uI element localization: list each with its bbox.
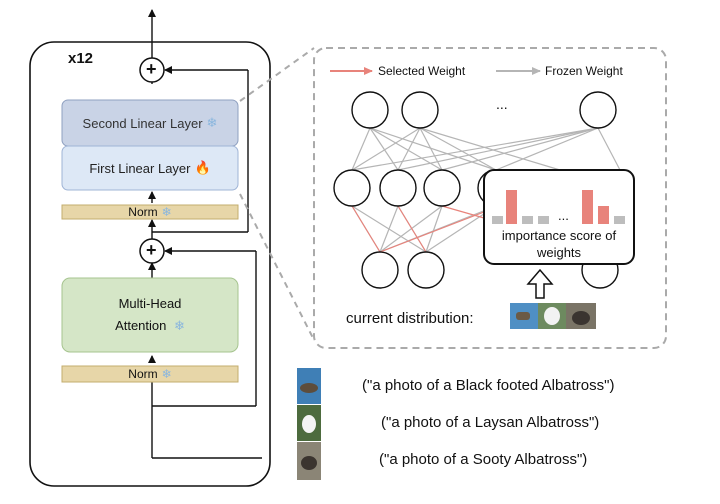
importance-bar	[614, 216, 625, 224]
neuron-node	[351, 91, 389, 129]
norm-top-text: Norm	[128, 205, 158, 219]
residual-add-node	[139, 57, 165, 83]
frozen-weight-edge	[495, 127, 599, 171]
attention-text-line2-wrap: Attention ❄	[115, 315, 185, 337]
importance-bar	[506, 190, 517, 224]
selected-weight-legend-label: Selected Weight	[378, 64, 466, 78]
importance-bar	[522, 216, 533, 224]
neuron-node	[579, 91, 617, 129]
frozen-weight-edge	[419, 127, 561, 171]
neuron-node	[401, 91, 439, 129]
residual-add-node	[139, 238, 165, 264]
zoom-connector	[239, 47, 315, 341]
importance-bar	[538, 216, 549, 224]
neuron-node	[407, 251, 445, 289]
current-distribution-thumbnails	[510, 303, 596, 329]
importance-score-line1: importance score of	[501, 228, 617, 243]
importance-bar	[492, 216, 503, 224]
snowflake-icon: ❄	[161, 367, 172, 381]
caption-thumbnail-laysan	[297, 405, 321, 441]
zoom-panel	[313, 47, 667, 349]
frozen-weight-edge	[419, 127, 443, 171]
second-linear-label: Second Linear Layer ❄	[62, 100, 238, 146]
norm-layer-top	[61, 204, 239, 220]
snowflake-icon: ❄	[174, 318, 185, 333]
transformer-block-frame	[29, 41, 271, 487]
importance-score-line2: weights	[536, 245, 582, 260]
frozen-weight-edge	[351, 127, 371, 171]
frozen-weight-edge	[369, 127, 399, 171]
norm-bottom-text: Norm	[128, 367, 158, 381]
residual-stream	[148, 9, 262, 459]
snowflake-icon: ❄	[161, 205, 172, 219]
frozen-weight-edge	[597, 127, 621, 171]
second-linear-text: Second Linear Layer	[82, 115, 203, 131]
importance-score-box	[483, 169, 635, 265]
add-symbol: +	[146, 59, 157, 79]
caption-laysan: ("a photo of a Laysan Albatross")	[381, 414, 600, 431]
caption-thumbnail-sooty	[297, 442, 321, 480]
frozen-weight-edge	[379, 205, 443, 253]
frozen-weight-edge	[369, 127, 443, 171]
norm-bottom-label: Norm ❄	[62, 365, 238, 383]
frozen-weight-edge	[425, 205, 443, 253]
selected-weight-edge	[397, 205, 427, 253]
selected-weight-edge	[351, 205, 381, 253]
norm-top-label: Norm ❄	[62, 203, 238, 221]
current-distribution-label: current distribution:	[346, 310, 474, 327]
selected-weight-edge	[441, 205, 485, 219]
attention-label: Multi-Head Attention ❄	[62, 278, 238, 352]
importance-bar	[582, 190, 593, 224]
neuron-node	[379, 169, 417, 207]
importance-bar	[598, 206, 609, 224]
selected-weight-edge	[379, 211, 485, 253]
caption-black-footed: ("a photo of a Black footed Albatross")	[362, 377, 615, 394]
fire-icon: 🔥	[194, 160, 211, 175]
snowflake-icon: ❄	[206, 115, 218, 130]
first-linear-text: First Linear Layer	[89, 160, 191, 176]
frozen-weight-edge	[369, 127, 497, 171]
norm-layer-bottom	[61, 365, 239, 383]
multi-head-attention	[61, 277, 239, 353]
neuron-node	[361, 251, 399, 289]
ellipsis-top-row: ...	[496, 96, 508, 112]
frozen-weight-edges	[351, 127, 621, 253]
attention-text-line2: Attention	[115, 318, 167, 333]
hollow-up-arrow	[526, 268, 554, 299]
importance-score-label: importance score of weights	[484, 226, 634, 262]
frozen-weight-edge	[441, 127, 599, 171]
frozen-weight-edge	[351, 127, 421, 171]
first-linear-layer	[61, 145, 239, 191]
add-symbol: +	[146, 240, 157, 260]
frozen-weight-edge	[419, 127, 497, 171]
neuron-node	[333, 169, 371, 207]
frozen-weight-edge	[397, 127, 421, 171]
attention-text-line1: Multi-Head	[118, 296, 182, 311]
caption-thumbnail-black-footed	[297, 368, 321, 404]
caption-sooty: ("a photo of a Sooty Albatross")	[379, 451, 588, 468]
importance-score-bars	[492, 190, 625, 224]
repeat-count-label: x12	[68, 50, 94, 67]
frozen-weight-legend-label: Frozen Weight	[545, 64, 623, 78]
selected-weight-edges	[351, 205, 485, 253]
frozen-weight-edge	[351, 205, 427, 253]
frozen-weight-edge	[397, 127, 599, 171]
neuron-node	[423, 169, 461, 207]
first-linear-label: First Linear Layer 🔥	[62, 146, 238, 190]
ellipsis-bars: ...	[558, 208, 569, 223]
